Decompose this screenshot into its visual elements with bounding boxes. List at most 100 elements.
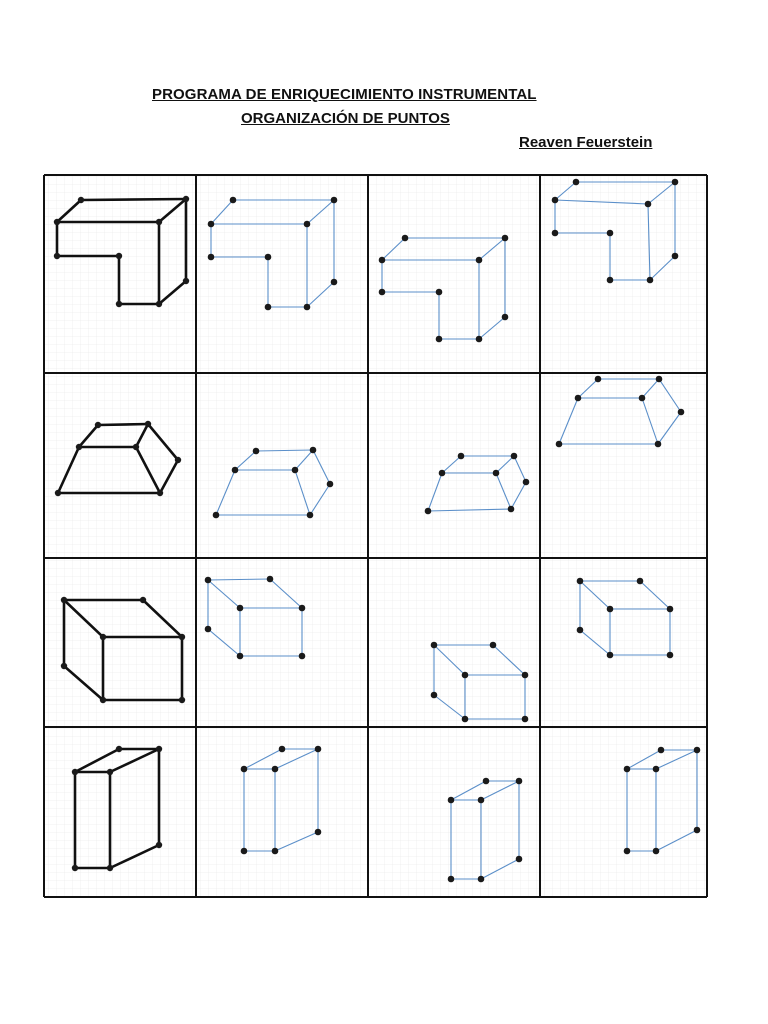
row1-box2-edge-9 (381, 237, 406, 261)
row4-box3-edge-0 (626, 749, 662, 770)
row1-box1-edge-2 (306, 281, 335, 308)
row1-box3-dot-1 (671, 178, 679, 186)
row4-box3-dot-4 (652, 847, 660, 855)
row2-box1-edge-1 (312, 449, 331, 485)
row4-box1 (240, 745, 322, 855)
row3-model-dot-5 (60, 662, 68, 670)
row2-model-edge-4 (56, 445, 81, 495)
row2-box2-edge-8 (495, 472, 512, 510)
row3-model (60, 596, 186, 704)
row2-box2-edge-4 (427, 472, 443, 512)
row3-model-edge-6 (62, 598, 105, 639)
row4-box3-dot-2 (693, 746, 701, 754)
row3-model-dot-1 (139, 596, 147, 604)
row4-box1-dot-3 (314, 828, 322, 836)
row4-box1-edge-3 (274, 831, 319, 852)
row3-box1-dot-6 (236, 604, 244, 612)
row2-box2-dot-3 (507, 505, 515, 513)
row1-box2-dot-3 (475, 335, 483, 343)
row1-box3-edge-2 (649, 255, 676, 281)
row1-box2-dot-5 (435, 288, 443, 296)
row1-box1-dot-3 (303, 303, 311, 311)
row4-model-dot-0 (71, 768, 79, 776)
row3-box3-edge-6 (579, 580, 611, 610)
row4-box1-edge-7 (274, 748, 319, 770)
row1-box1-dot-8 (303, 220, 311, 228)
row1-model-edge-10 (157, 197, 188, 224)
row2-model-edge-7 (134, 422, 150, 449)
grid-background (44, 175, 707, 897)
row2-model-dot-1 (144, 420, 152, 428)
row2-model-edge-0 (96, 422, 150, 427)
row2-model-dot-5 (75, 443, 83, 451)
row4-box3-dot-1 (657, 746, 665, 754)
row1-box3-dot-2 (671, 252, 679, 260)
row2-box3-dot-0 (594, 375, 602, 383)
row4-box2-edge-7 (480, 780, 520, 801)
row1-model-dot-0 (77, 196, 85, 204)
row1-model-edge-0 (79, 197, 188, 202)
row4-model (71, 745, 163, 872)
row4-model-dot-4 (106, 864, 114, 872)
page-subtitle: ORGANIZACIÓN DE PUNTOS (241, 110, 450, 127)
row2-box3 (555, 375, 685, 448)
row3-box3-dot-4 (606, 651, 614, 659)
row1-model-dot-4 (115, 300, 123, 308)
row3-box1-dot-4 (236, 652, 244, 660)
row3-model-dot-0 (60, 596, 68, 604)
row4-box2-dot-1 (482, 777, 490, 785)
row4-box3-dot-6 (652, 765, 660, 773)
row4-box3-edge-3 (655, 829, 698, 852)
row4-box2-dot-2 (515, 777, 523, 785)
row1-box1-dot-5 (264, 253, 272, 261)
row4-box1-dot-0 (240, 765, 248, 773)
author-name: Reaven Feuerstein (519, 134, 653, 151)
row3-model-dot-6 (99, 633, 107, 641)
row1-box2-dot-0 (401, 234, 409, 242)
row2-box1-edge-4 (215, 469, 236, 516)
row3-box3-dot-5 (576, 626, 584, 634)
row1-box2 (378, 234, 509, 343)
row2-model-edge-8 (134, 445, 162, 495)
row3-box2-edge-1 (492, 644, 526, 676)
row1-box2-dot-6 (378, 288, 386, 296)
row3-box2-dot-5 (430, 691, 438, 699)
row1-model-dot-3 (155, 300, 163, 308)
row3-box2-dot-0 (430, 641, 438, 649)
row4-box1-dot-4 (271, 847, 279, 855)
row2-box2-dot-5 (438, 469, 446, 477)
row3-box2-dot-4 (461, 715, 469, 723)
row2-model-dot-0 (94, 421, 102, 429)
row1-box3-dot-5 (606, 229, 614, 237)
grid-frame (43, 174, 708, 898)
row1-box1-edge-9 (210, 199, 234, 225)
row1-box3-dot-3 (646, 276, 654, 284)
row3-box3-edge-4 (579, 629, 611, 656)
row4-model-dot-6 (106, 768, 114, 776)
row3-box1-dot-0 (204, 576, 212, 584)
row1-box3-dot-6 (551, 229, 559, 237)
row3-box2-edge-4 (433, 694, 466, 720)
row2-box3-dot-2 (677, 408, 685, 416)
row3-box3-dot-6 (606, 605, 614, 613)
row3-box1-edge-4 (207, 628, 241, 657)
row3-box3-dot-2 (666, 605, 674, 613)
row3-box1 (204, 575, 306, 660)
row2-model-dot-4 (54, 489, 62, 497)
row3-model-dot-3 (178, 696, 186, 704)
row4-box3-dot-3 (693, 826, 701, 834)
row1-model-dot-1 (182, 195, 190, 203)
row4-box1-dot-6 (271, 765, 279, 773)
row1-model-dot-5 (115, 252, 123, 260)
row3-model-dot-2 (178, 633, 186, 641)
row2-box1 (212, 446, 334, 519)
row2-box3-edge-7 (641, 378, 660, 399)
row2-box1-dot-3 (306, 511, 314, 519)
row2-model-edge-2 (158, 458, 180, 495)
row1-model-dot-6 (53, 252, 61, 260)
row2-box2-edge-1 (513, 455, 527, 483)
row4-box3-dot-5 (623, 847, 631, 855)
row3-box1-edge-1 (269, 578, 303, 609)
row2-box1-edge-7 (294, 449, 314, 471)
